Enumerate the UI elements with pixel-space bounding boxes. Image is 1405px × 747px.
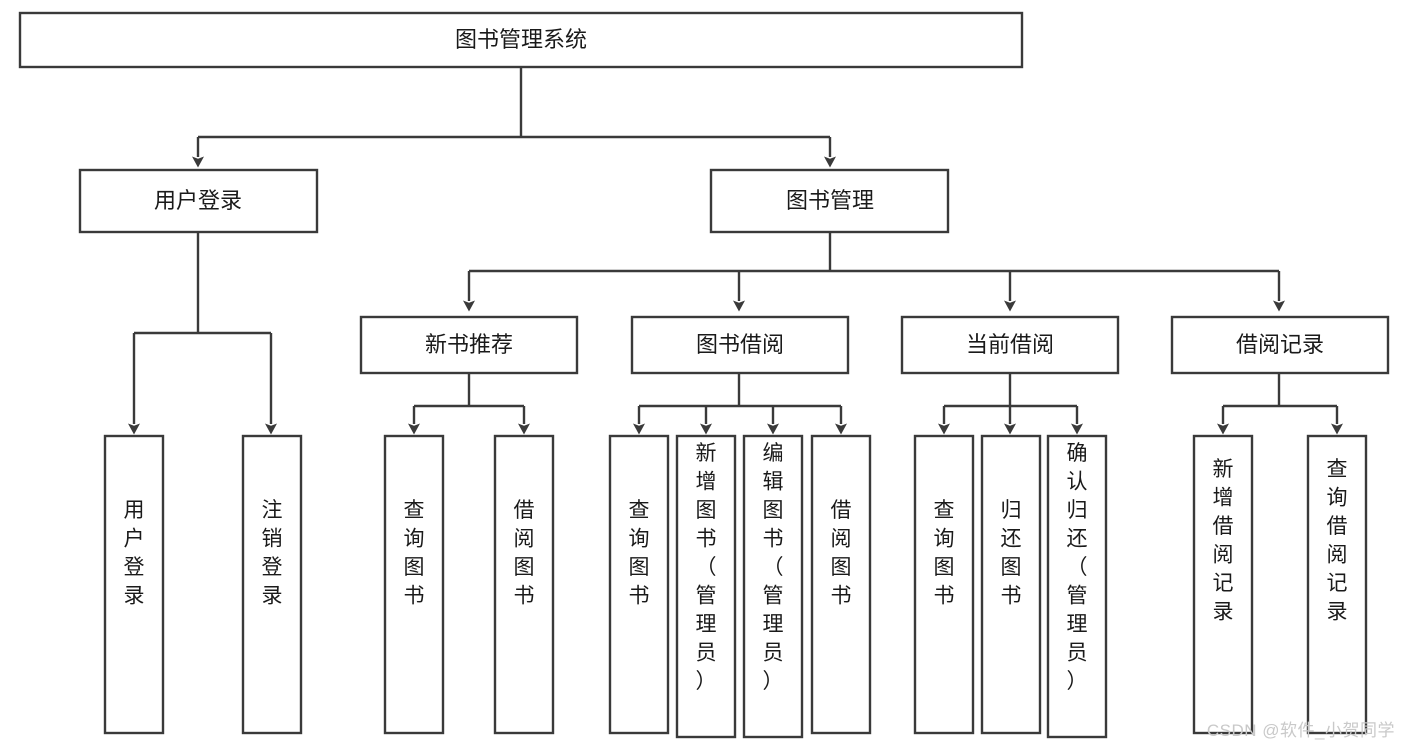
node-book-borrow-label: 图书借阅 [696,332,784,357]
leaf-new-book-1[interactable]: 查询图书 [383,434,445,735]
node-root-label: 图书管理系统 [455,27,587,52]
leaf-new-book-2[interactable]: 借阅图书 [493,434,555,735]
connector-group-root [192,67,836,168]
node-root-box[interactable] [18,11,1024,69]
leaf-book-borrow-2-box[interactable] [675,434,737,739]
node-book-borrow-box[interactable] [630,315,850,375]
leaf-user-login-2[interactable]: 注销登录 [241,434,303,735]
leaf-book-borrow-3-box[interactable] [742,434,804,739]
node-borrow-record[interactable]: 借阅记录 [1170,315,1390,375]
leaf-borrow-record-2[interactable]: 查询借阅记录 [1306,434,1368,735]
node-new-book-recommend-box[interactable] [359,315,579,375]
leaf-current-borrow-3-box[interactable] [1046,434,1108,739]
leaf-borrow-record-1-label: 新增借阅记录 [1213,458,1234,624]
node-borrow-record-box[interactable] [1170,315,1390,375]
leaf-book-borrow-1-box[interactable] [608,434,670,735]
leaf-new-book-1-label: 查询图书 [404,499,425,608]
leaf-book-borrow-2-label: 新增图书（管理员） [696,442,717,693]
leaf-borrow-record-2-box[interactable] [1306,434,1368,735]
leaf-book-borrow-2[interactable]: 新增图书（管理员） [675,434,737,739]
node-borrow-record-label: 借阅记录 [1236,332,1324,357]
node-book-manage-label: 图书管理 [786,188,874,213]
leaf-current-borrow-2[interactable]: 归还图书 [980,434,1042,735]
node-user-login-box[interactable] [78,168,319,234]
leaf-book-borrow-3[interactable]: 编辑图书（管理员） [742,434,804,739]
leaf-book-borrow-1[interactable]: 查询图书 [608,434,670,735]
leaf-book-borrow-1-label: 查询图书 [629,499,650,608]
node-current-borrow-label: 当前借阅 [966,332,1054,357]
leaf-new-book-2-box[interactable] [493,434,555,735]
leaf-book-borrow-3-label: 编辑图书（管理员） [763,442,784,693]
leaf-user-login-1[interactable]: 用户登录 [103,434,165,735]
leaf-user-login-1-label: 用户登录 [124,499,145,608]
leaf-borrow-record-1[interactable]: 新增借阅记录 [1192,434,1254,735]
connector-group-new-book [408,373,530,435]
connector-group-book-manage [463,232,1285,312]
leaf-current-borrow-3-label: 确认归还（管理员） [1067,442,1088,693]
node-current-borrow[interactable]: 当前借阅 [900,315,1120,375]
leaf-book-borrow-4-label: 借阅图书 [831,499,852,608]
connector-group-current-borrow [938,373,1083,435]
leaf-new-book-2-label: 借阅图书 [514,499,535,608]
leaf-current-borrow-1[interactable]: 查询图书 [913,434,975,735]
node-new-book-recommend[interactable]: 新书推荐 [359,315,579,375]
leaf-current-borrow-1-label: 查询图书 [934,499,955,608]
node-user-login[interactable]: 用户登录 [78,168,319,234]
leaf-user-login-2-label: 注销登录 [262,499,283,608]
node-book-manage-box[interactable] [709,168,950,234]
leaf-current-borrow-3[interactable]: 确认归还（管理员） [1046,434,1108,739]
node-book-manage[interactable]: 图书管理 [709,168,950,234]
connector-group-user-login [128,232,277,435]
leaf-current-borrow-2-label: 归还图书 [1001,499,1022,608]
leaf-current-borrow-2-box[interactable] [980,434,1042,735]
node-user-login-label: 用户登录 [154,188,242,213]
leaf-borrow-record-1-box[interactable] [1192,434,1254,735]
leaf-current-borrow-1-box[interactable] [913,434,975,735]
connector-group-book-borrow [633,373,847,435]
node-root[interactable]: 图书管理系统 [18,11,1024,69]
leaf-book-borrow-4-box[interactable] [810,434,872,735]
leaf-borrow-record-2-label: 查询借阅记录 [1327,458,1348,624]
node-book-borrow[interactable]: 图书借阅 [630,315,850,375]
leaf-user-login-1-box[interactable] [103,434,165,735]
leaf-book-borrow-4[interactable]: 借阅图书 [810,434,872,735]
leaf-user-login-2-box[interactable] [241,434,303,735]
node-new-book-recommend-label: 新书推荐 [425,332,513,357]
connector-group-borrow-record [1217,373,1343,435]
csdn-watermark: CSDN @软件_小贺同学 [1206,721,1395,740]
leaf-new-book-1-box[interactable] [383,434,445,735]
node-current-borrow-box[interactable] [900,315,1120,375]
